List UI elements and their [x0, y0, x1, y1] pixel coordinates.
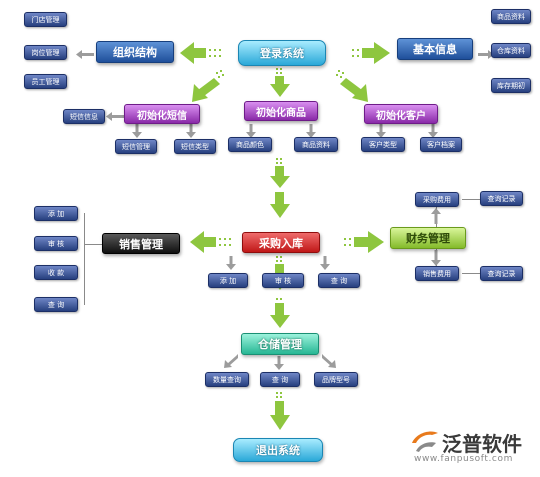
- arrow-down-icon: [274, 356, 284, 370]
- arrow-down-left-icon: [192, 70, 224, 102]
- storage-model-node: 品牌型号: [314, 372, 358, 387]
- arrow-left-icon: [180, 42, 221, 64]
- logout-node: 退出系统: [233, 438, 323, 462]
- logo-mark-icon: [412, 431, 438, 452]
- arrow-down-icon: [226, 256, 236, 270]
- arrow-down-icon: [428, 124, 438, 138]
- arrow-down-icon: [270, 298, 290, 328]
- sales-query-node: 查 询: [34, 297, 78, 312]
- sales-mgmt-node: 销售管理: [102, 233, 180, 254]
- arrow-down-right-icon: [322, 354, 336, 368]
- goods-info-top-node: 商品资料: [491, 9, 531, 24]
- finance-mgmt-node: 财务管理: [390, 227, 466, 249]
- arrow-down-icon: [270, 64, 290, 97]
- customer-type-node: 客户类型: [361, 137, 405, 152]
- sales-stub-line: [84, 244, 102, 245]
- sales-bracket-line: [84, 213, 85, 305]
- purchase-fee-node: 采购费用: [415, 192, 459, 207]
- basic-info-node: 基本信息: [397, 38, 473, 60]
- logo-url: www.fanpusoft.com: [414, 454, 513, 464]
- arrow-down-icon: [320, 256, 330, 270]
- finance-top-link: [462, 199, 480, 200]
- finance-query-1-node: 查询记录: [480, 191, 523, 206]
- arrow-down-icon: [132, 124, 142, 138]
- arrow-down-icon: [431, 250, 441, 266]
- storage-query-node: 查 询: [260, 372, 300, 387]
- goods-color-node: 商品颜色: [228, 137, 272, 152]
- staff-mgmt-node: 员工管理: [24, 74, 67, 89]
- store-mgmt-node: 门店管理: [24, 12, 67, 27]
- post-mgmt-node: 岗位管理: [24, 45, 67, 60]
- arrow-down-icon: [270, 158, 290, 218]
- arrow-down-icon: [186, 124, 196, 138]
- arrow-down-left-icon: [224, 354, 238, 368]
- sms-type-node: 短信类型: [174, 139, 216, 154]
- purchase-audit-node: 审 核: [262, 273, 304, 288]
- sales-fee-node: 销售费用: [415, 266, 459, 281]
- arrow-down-icon: [270, 392, 290, 430]
- storage-mgmt-node: 仓储管理: [241, 333, 319, 355]
- stock-initial-node: 库存期初: [491, 78, 531, 93]
- sales-add-node: 添 加: [34, 206, 78, 221]
- sms-info-node: 短信信息: [63, 109, 105, 124]
- arrow-left-icon: [190, 231, 231, 253]
- arrow-down-icon: [246, 124, 256, 138]
- arrow-right-icon: [344, 231, 384, 253]
- init-customer-node: 初始化客户: [364, 104, 438, 124]
- finance-bottom-link: [462, 273, 480, 274]
- storage-qty-query-node: 数量查询: [205, 372, 249, 387]
- sms-mgmt-node: 短信管理: [115, 139, 157, 154]
- org-structure-node: 组织结构: [96, 41, 174, 63]
- purchase-in-node: 采购入库: [242, 232, 320, 253]
- init-sms-node: 初始化短信: [124, 104, 200, 124]
- goods-info-node: 商品资料: [294, 137, 338, 152]
- brand-logo: 泛普软件 www.fanpusoft.com: [410, 428, 530, 468]
- arrow-down-icon: [306, 124, 316, 138]
- warehouse-info-node: 仓库资料: [491, 43, 531, 58]
- logo-name: 泛普软件: [442, 432, 522, 456]
- login-node: 登录系统: [238, 40, 326, 66]
- arrow-down-right-icon: [336, 70, 368, 102]
- arrow-left-icon: [76, 50, 94, 59]
- arrow-down-icon: [376, 124, 386, 138]
- sales-collect-node: 收 款: [34, 265, 78, 280]
- purchase-query-node: 查 询: [318, 273, 360, 288]
- purchase-add-node: 添 加: [208, 273, 248, 288]
- arrow-right-icon: [352, 42, 390, 64]
- init-goods-node: 初始化商品: [244, 101, 318, 121]
- finance-query-2-node: 查询记录: [480, 266, 523, 281]
- arrow-up-icon: [431, 208, 441, 224]
- sales-audit-node: 审 核: [34, 236, 78, 251]
- customer-file-node: 客户档案: [420, 137, 462, 152]
- arrow-left-icon: [106, 112, 124, 121]
